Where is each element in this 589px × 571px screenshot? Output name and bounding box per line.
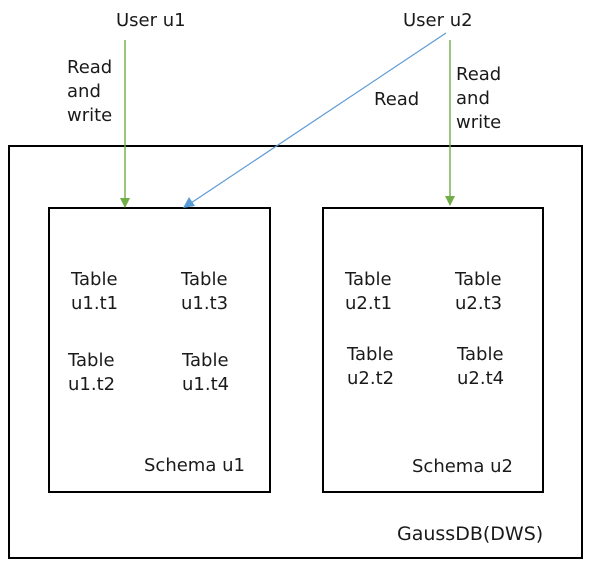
u2-permission-line-3: write: [456, 112, 502, 133]
table-u1-t2: Table u1.t2: [68, 349, 115, 397]
u2-permission-label: Read and write: [456, 63, 501, 135]
user-u2-label: User u2: [403, 10, 473, 31]
table-name: u2.t1: [345, 293, 393, 314]
table-u2-t1: Table u2.t1: [345, 268, 392, 316]
table-name: u1.t2: [68, 374, 116, 395]
table-word: Table: [345, 269, 392, 290]
u1-permission-line-1: Read: [67, 57, 113, 78]
database-label: GaussDB(DWS): [397, 523, 544, 545]
schema-u1-label: Schema u1: [144, 455, 245, 476]
table-name: u2.t4: [457, 368, 505, 389]
table-u2-t3: Table u2.t3: [455, 268, 502, 316]
table-word: Table: [182, 350, 229, 371]
table-u1-t3: Table u1.t3: [181, 268, 228, 316]
table-word: Table: [68, 350, 115, 371]
u2-permission-line-1: Read: [456, 64, 502, 85]
u1-permission-line-2: and: [67, 81, 101, 102]
table-u2-t4: Table u2.t4: [457, 343, 504, 391]
table-u2-t2: Table u2.t2: [347, 343, 394, 391]
table-word: Table: [457, 344, 504, 365]
table-name: u2.t3: [455, 293, 503, 314]
schema-u2-box: [322, 207, 544, 493]
table-name: u1.t4: [182, 374, 230, 395]
table-u1-t4: Table u1.t4: [182, 349, 229, 397]
table-word: Table: [71, 269, 118, 290]
table-name: u1.t1: [71, 293, 119, 314]
u2-permission-line-2: and: [456, 88, 490, 109]
table-word: Table: [347, 344, 394, 365]
u1-permission-label: Read and write: [67, 56, 112, 128]
u2-read-label: Read: [374, 89, 420, 110]
schema-u2-label: Schema u2: [412, 456, 513, 477]
table-word: Table: [455, 269, 502, 290]
u1-permission-line-3: write: [67, 105, 113, 126]
user-u1-label: User u1: [116, 10, 186, 31]
schema-u1-box: [48, 207, 271, 493]
table-name: u1.t3: [181, 293, 229, 314]
table-name: u2.t2: [347, 368, 395, 389]
table-u1-t1: Table u1.t1: [71, 268, 118, 316]
table-word: Table: [181, 269, 228, 290]
